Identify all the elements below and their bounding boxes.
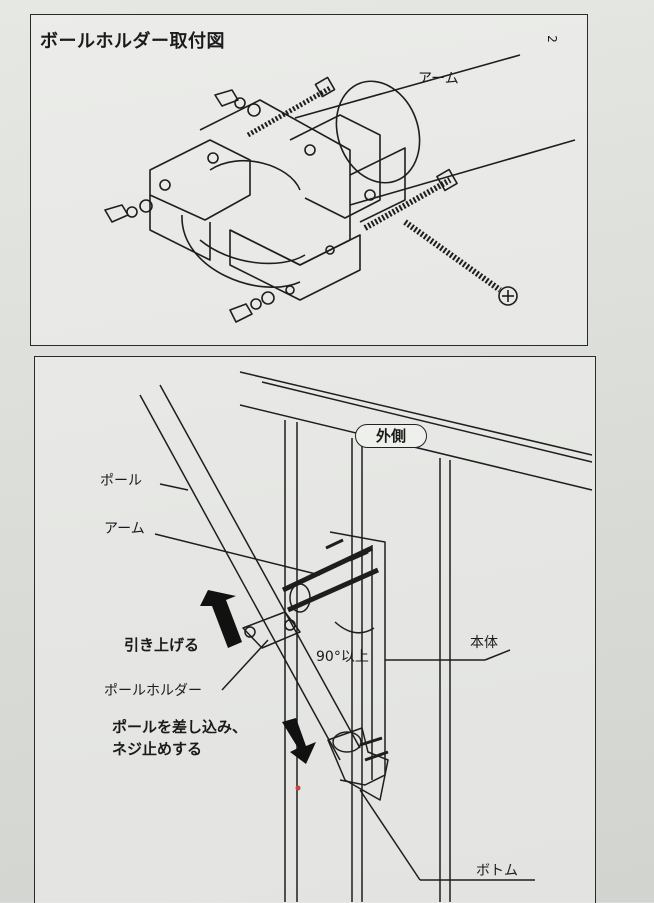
leader-arm bbox=[154, 533, 321, 576]
pole-edge-right bbox=[159, 384, 361, 749]
leader-pole bbox=[159, 483, 189, 491]
installation-diagram-panel bbox=[34, 356, 596, 903]
arm-tube-edge-top bbox=[294, 54, 521, 119]
bottom-label: ボトム bbox=[476, 863, 518, 879]
stain-mark bbox=[295, 785, 301, 791]
insert-instruction-line2: ネジ止めする bbox=[112, 740, 203, 758]
holder-label: ポールホルダー bbox=[104, 683, 202, 699]
arm-tube-lower bbox=[286, 567, 380, 613]
angle-arc bbox=[334, 621, 375, 634]
page-title: ボールホルダー取付図 bbox=[40, 31, 225, 52]
pole-label: ポール bbox=[100, 473, 142, 489]
wing-nut-left bbox=[104, 199, 153, 223]
pull-up-label: 引き上げる bbox=[124, 636, 200, 654]
arm-tube-edge-bottom bbox=[349, 139, 576, 206]
pole-holder-clamp bbox=[242, 611, 301, 649]
insert-arrow bbox=[282, 718, 316, 764]
wing-nut-bottom bbox=[229, 291, 275, 323]
holder-exploded-diagram bbox=[104, 54, 576, 323]
bolt-middle bbox=[363, 177, 452, 231]
assembly-diagram-panel bbox=[30, 14, 588, 346]
outside-badge: 外側 bbox=[355, 424, 427, 448]
arm-tube-end bbox=[335, 80, 421, 184]
holder-block-bottom bbox=[229, 229, 361, 301]
wing-nut-upper bbox=[214, 89, 261, 117]
bolt-long bbox=[403, 219, 502, 293]
body-label: 本体 bbox=[470, 635, 498, 651]
clamp-ring-front bbox=[181, 214, 301, 288]
insert-instruction-line1: ポールを差し込み、 bbox=[112, 718, 248, 736]
arm-label: アーム bbox=[104, 521, 145, 537]
leader-bottom bbox=[359, 789, 421, 881]
rail-top-edge bbox=[239, 371, 593, 456]
bottom-bracket bbox=[327, 727, 389, 801]
pull-up-arrow bbox=[200, 590, 242, 648]
pole-edge-left bbox=[139, 394, 341, 761]
bolt-head bbox=[498, 286, 518, 306]
arm-tube-upper bbox=[281, 545, 374, 593]
leader-holder bbox=[221, 639, 269, 691]
angle-label: 90°以上 bbox=[316, 649, 369, 665]
